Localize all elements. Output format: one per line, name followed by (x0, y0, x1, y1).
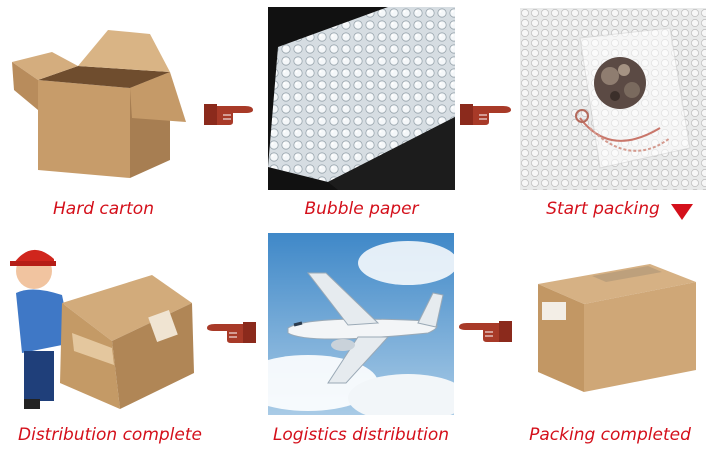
packing-completed-image (520, 234, 706, 416)
distribution-complete-image (2, 233, 200, 416)
caption-packing-completed: Packing completed (529, 425, 691, 445)
caption-logistics-distribution: Logistics distribution (272, 425, 450, 445)
bubble-paper-image (268, 7, 455, 190)
hard-carton-image (0, 10, 200, 192)
caption-distribution-complete: Distribution complete (18, 425, 202, 445)
caption-bubble-paper: Bubble paper (304, 199, 419, 219)
caption-hard-carton: Hard carton (53, 199, 154, 219)
arrow-right-2 (459, 101, 513, 127)
logistics-distribution-image (268, 233, 454, 415)
start-packing-image (520, 8, 706, 190)
arrow-left-2 (457, 318, 513, 344)
arrow-right-1 (203, 101, 255, 127)
down-triangle-icon (670, 203, 694, 221)
arrow-left-1 (205, 319, 257, 345)
caption-start-packing: Start packing (546, 199, 660, 219)
